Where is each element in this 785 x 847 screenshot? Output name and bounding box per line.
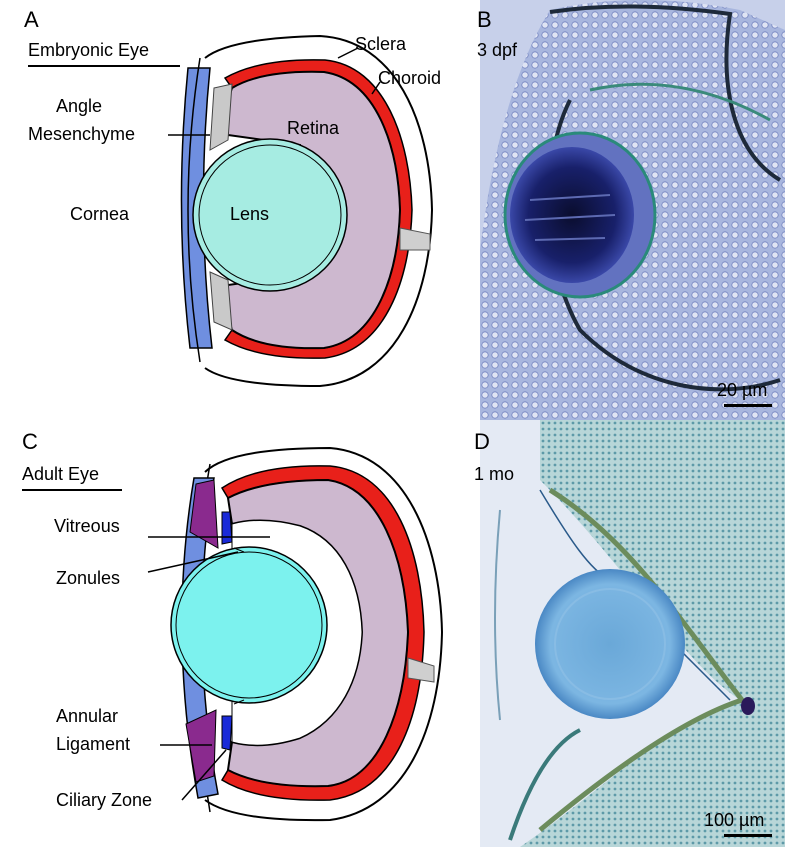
label-ciliary-zone: Ciliary Zone [56,790,153,810]
adult-optic-nerve [407,657,435,683]
embryo-lens [192,138,348,292]
histology-3dpf-lens [510,147,634,283]
label-annular: Annular [56,706,119,726]
panel-b-3dpf-histology: B 3 dpf 20 µm [477,0,785,420]
histology-3dpf-image [480,0,785,420]
embryonic-eye-diagram [28,34,434,388]
scalebar-3dpf [724,404,772,407]
adult-ciliary-zone-bottom [221,715,233,751]
adult-eye-diagram [22,446,444,822]
adult-ciliary-zone-top [221,511,233,545]
panel-letter-d: D [474,429,490,454]
label-lens: Lens [230,204,270,224]
label-retina: Retina [287,118,340,138]
panel-a-embryonic-eye: A Embryonic Eye Sclera Choroid Retina An… [0,0,480,420]
embryo-optic-nerve [399,227,431,251]
scale-1mo-label: 100 µm [704,810,765,830]
stage-3dpf: 3 dpf [477,40,518,60]
label-ligament: Ligament [56,734,131,754]
panel-c-adult-eye: C Adult Eye Vitreous Zonules Annular Lig… [0,420,480,847]
embryo-angle-mesenchyme-top [209,83,233,151]
adult-annular-ligament-top [189,479,219,549]
panel-d-1mo-histology: D 1 mo 100 µm [474,420,785,847]
label-cornea: Cornea [70,204,130,224]
panel-letter-a: A [24,7,39,32]
embryonic-eye-title: Embryonic Eye [28,40,150,60]
embryo-sclera [204,34,434,388]
label-mesenchyme: Mesenchyme [28,124,136,144]
adult-annular-ligament-bottom [185,709,217,783]
label-angle: Angle [56,96,103,116]
scalebar-1mo [724,834,772,837]
adult-lens [170,546,328,704]
histology-1mo-image [480,420,785,847]
embryo-angle-mesenchyme-bottom [209,271,233,331]
label-zonules: Zonules [56,568,121,588]
label-vitreous: Vitreous [54,516,120,536]
histology-1mo-lens [535,569,685,719]
adult-sclera [204,446,444,822]
label-sclera: Sclera [355,34,407,54]
panel-letter-c: C [22,429,38,454]
panel-letter-b: B [477,7,492,32]
adult-eye-title: Adult Eye [22,464,100,484]
label-choroid: Choroid [378,68,442,88]
stage-1mo: 1 mo [474,464,515,484]
scale-3dpf-label: 20 µm [717,380,768,400]
